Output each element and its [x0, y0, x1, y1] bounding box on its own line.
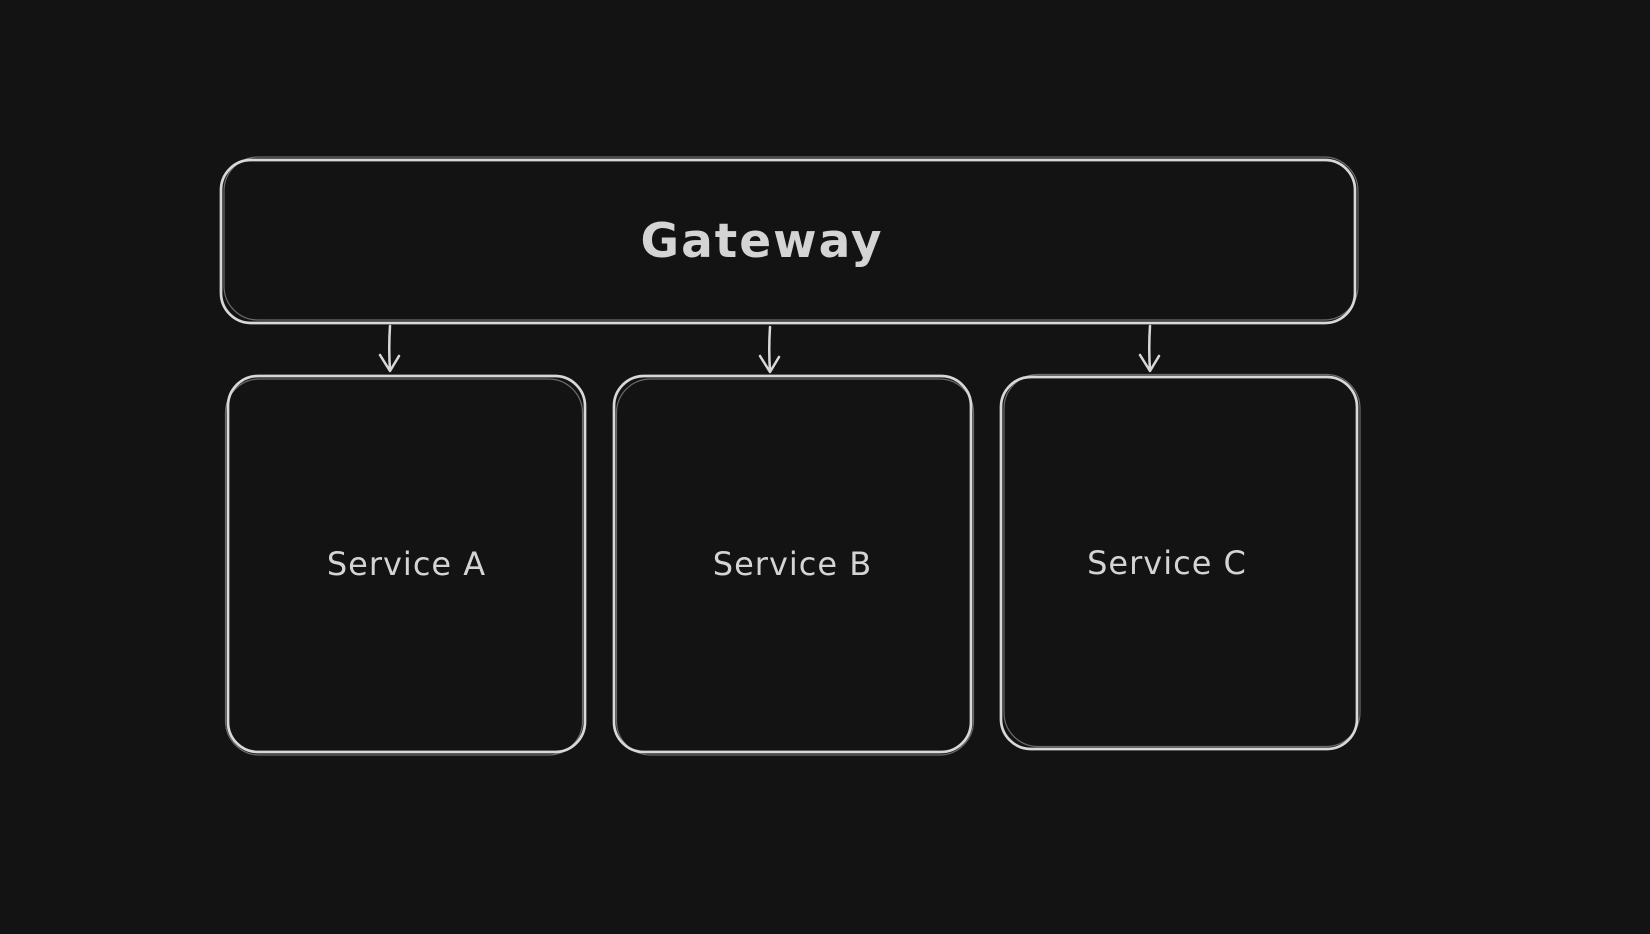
edge-gateway-service-c-line: [1148, 324, 1152, 372]
gateway-node-border-sketch: [223, 156, 1359, 321]
service-b-node-border-sketch: [615, 378, 975, 756]
service-a-node-border-sketch: [224, 378, 584, 756]
service-c-node[interactable]: [999, 373, 1361, 751]
service-a-node-border[interactable]: [226, 374, 587, 754]
gateway-node[interactable]: [219, 156, 1359, 325]
service-a-node[interactable]: [224, 374, 587, 756]
service-b-node-border[interactable]: [612, 374, 973, 754]
edge-gateway-service-a-line: [388, 324, 392, 372]
arrowhead-down-icon: [378, 353, 401, 373]
edge-gateway-service-a[interactable]: [378, 324, 401, 373]
edge-gateway-service-b[interactable]: [758, 325, 781, 374]
edge-gateway-service-b-line: [768, 325, 772, 373]
service-c-node-border-sketch: [1003, 373, 1361, 748]
gateway-node-border[interactable]: [219, 158, 1357, 325]
arrowhead-down-icon: [758, 354, 781, 374]
service-b-node[interactable]: [612, 374, 975, 756]
edge-gateway-service-c[interactable]: [1138, 324, 1161, 373]
arrowhead-down-icon: [1138, 353, 1161, 373]
service-c-node-border[interactable]: [999, 375, 1359, 751]
